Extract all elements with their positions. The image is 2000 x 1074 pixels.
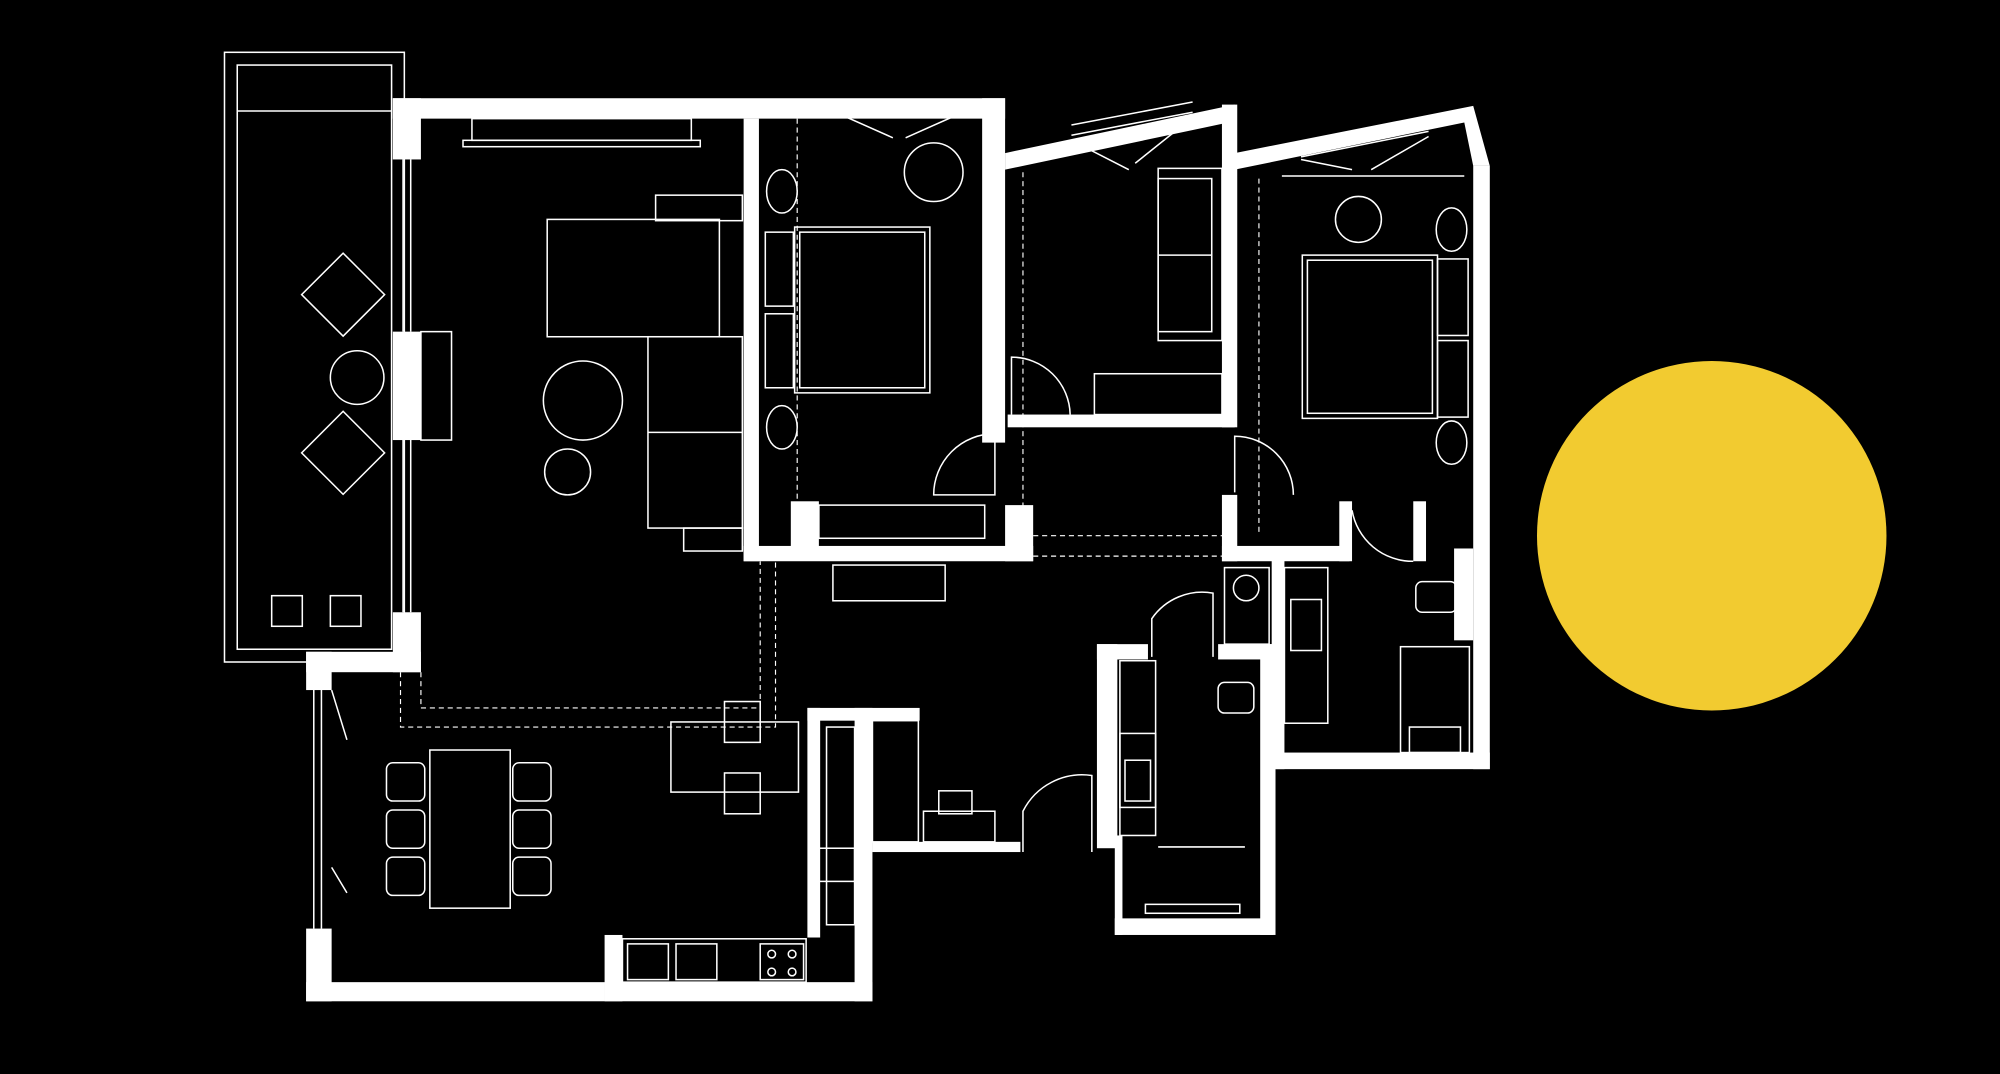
balcony [223, 51, 406, 663]
bedroom-3 [1233, 120, 1469, 536]
walls [306, 98, 1490, 1002]
dining-room [313, 689, 800, 929]
armchair [300, 252, 386, 338]
bed [1301, 254, 1439, 420]
sink [1124, 759, 1152, 802]
toilet [1415, 580, 1458, 614]
bed [793, 226, 931, 394]
bedroom-1 [764, 101, 996, 540]
living-room [399, 117, 946, 728]
stove [759, 943, 805, 981]
round-table [329, 350, 385, 406]
dining-table [429, 749, 511, 909]
accent-circle [1536, 360, 1887, 711]
bedroom-2 [1010, 101, 1223, 536]
kitchen [621, 719, 1093, 983]
washing-machine [1232, 574, 1260, 602]
armchair [300, 410, 386, 496]
sink [1290, 598, 1323, 652]
bathrooms [1033, 510, 1471, 915]
toilet [1217, 681, 1255, 714]
sink [813, 847, 856, 883]
